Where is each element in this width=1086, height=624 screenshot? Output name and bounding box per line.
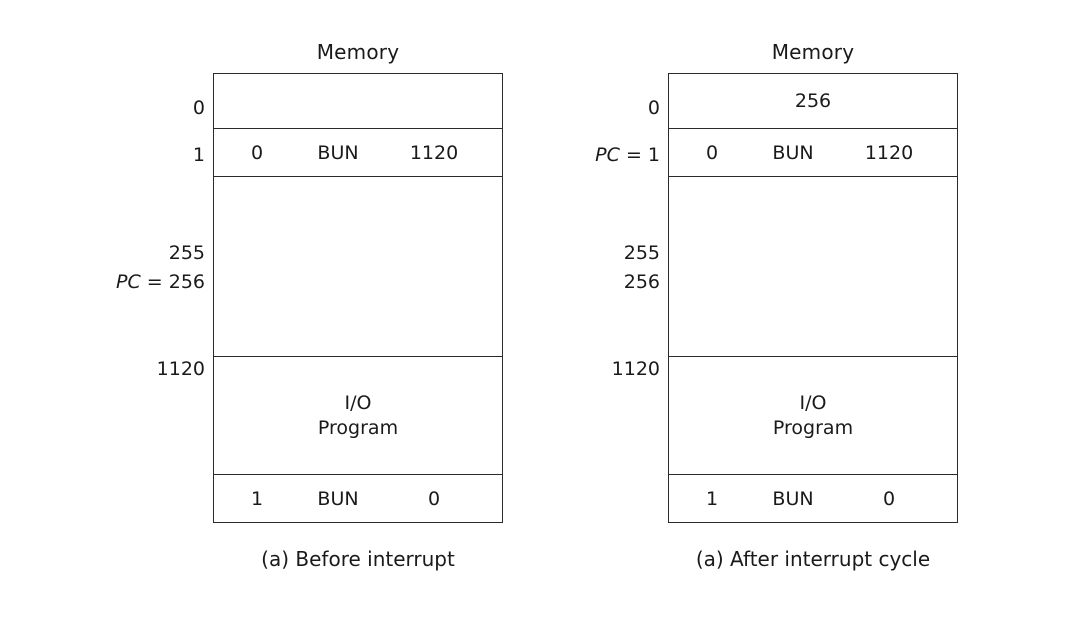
memory-title-left: Memory [316, 40, 400, 64]
pc-register-label-right: PC [595, 144, 620, 166]
pc-register-label-left: PC [116, 271, 141, 293]
memory-row-user-program-left [214, 177, 502, 357]
io-program-line-1-right: I/O [799, 391, 827, 414]
instruction-operand-left-return-right: 1 [705, 487, 719, 510]
memory-title-right: Memory [771, 40, 855, 64]
address-label-256-left: PC = 256 [116, 270, 205, 294]
address-label-1-right: PC = 1 [595, 143, 660, 167]
instruction-operand-left-1-right: 0 [705, 141, 719, 164]
instruction-word-return-left: 1 BUN 0 [214, 475, 502, 522]
instruction-operand-right-return-right: 0 [882, 487, 896, 510]
address-label-1120-left: 1120 [156, 358, 205, 380]
memory-row-io-program-left: I/O Program [214, 357, 502, 475]
address-label-0-right: 0 [647, 97, 660, 119]
memory-row-return-bun-right: 1 BUN 0 [669, 475, 957, 522]
instruction-opcode-1-left: BUN [317, 141, 359, 164]
instruction-operand-right-return-left: 0 [427, 487, 441, 510]
memory-box-left: 0 BUN 1120 I/O Program 1 BUN 0 [213, 73, 503, 523]
io-program-line-2-right: Program [772, 416, 854, 439]
instruction-operand-right-1-right: 1120 [864, 141, 914, 164]
pc-value-left: 256 [168, 271, 205, 293]
memory-row-return-bun-left: 1 BUN 0 [214, 475, 502, 522]
memory-box-right: 256 0 BUN 1120 I/O Program 1 BUN [668, 73, 958, 523]
instruction-operand-left-1-left: 0 [250, 141, 264, 164]
panel-after-interrupt-cycle: Memory 0 PC = 1 255 256 1120 256 0 BUN 1… [543, 0, 1086, 624]
memory-cell-0-value-right: 256 [794, 90, 832, 112]
io-program-line-1-left: I/O [344, 391, 372, 414]
address-label-1-left: 1 [192, 144, 205, 166]
instruction-opcode-1-right: BUN [772, 141, 814, 164]
instruction-operand-right-1-left: 1120 [409, 141, 459, 164]
memory-row-1-left: 0 BUN 1120 [214, 129, 502, 177]
pc-equals-right: = [619, 144, 648, 166]
panel-before-interrupt: Memory 0 1 255 PC = 256 1120 0 BUN 1120 [116, 40, 503, 571]
memory-cell-0-value-left [214, 74, 502, 128]
memory-row-io-program-right: I/O Program [669, 357, 957, 475]
io-program-text-right: I/O Program [669, 357, 957, 474]
pc-equals-left: = [140, 271, 169, 293]
address-label-0-left: 0 [192, 97, 205, 119]
address-label-1120-right: 1120 [611, 358, 660, 380]
instruction-word-1-right: 0 BUN 1120 [669, 129, 957, 176]
pc-value-right: 1 [647, 144, 660, 166]
io-program-text-left: I/O Program [214, 357, 502, 474]
memory-row-0-right: 256 [669, 74, 957, 129]
instruction-opcode-return-left: BUN [317, 487, 359, 510]
instruction-opcode-return-right: BUN [772, 487, 814, 510]
caption-right: (a) After interrupt cycle [695, 547, 931, 571]
memory-row-1-right: 0 BUN 1120 [669, 129, 957, 177]
caption-left: (a) Before interrupt [261, 547, 455, 571]
instruction-operand-left-return-left: 1 [250, 487, 264, 510]
address-label-256-right: 256 [623, 271, 660, 293]
address-label-255-left: 255 [168, 242, 205, 264]
memory-row-user-program-right [669, 177, 957, 357]
io-program-line-2-left: Program [317, 416, 399, 439]
memory-row-0-left [214, 74, 502, 129]
address-label-255-right: 255 [623, 242, 660, 264]
instruction-word-1-left: 0 BUN 1120 [214, 129, 502, 176]
instruction-word-return-right: 1 BUN 0 [669, 475, 957, 522]
